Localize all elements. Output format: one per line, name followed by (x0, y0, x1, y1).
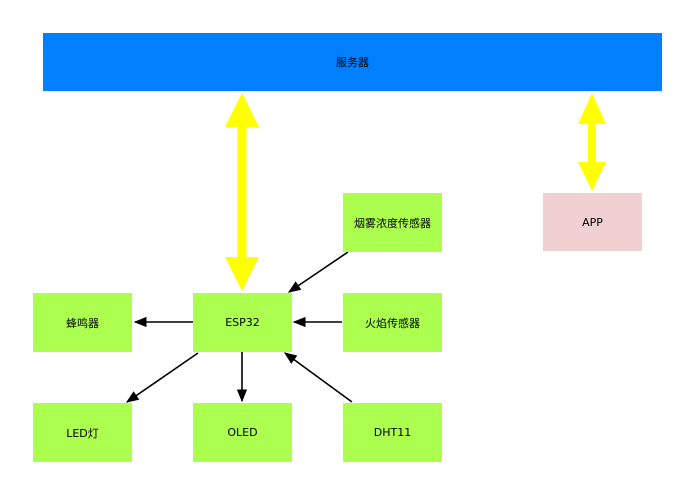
flame-sensor-node: 火焰传感器 (343, 293, 442, 352)
server-esp32-link (225, 93, 259, 291)
smoke-sensor-node: 烟雾浓度传感器 (343, 193, 442, 252)
server-label: 服务器 (336, 56, 369, 69)
buzzer-label: 蜂鸣器 (66, 316, 99, 330)
dht11-node: DHT11 (343, 403, 442, 462)
app-node: APP (543, 193, 642, 251)
server-node: 服务器 (43, 33, 662, 91)
led-node: LED灯 (33, 403, 132, 462)
dht11-label: DHT11 (373, 426, 412, 439)
app-label: APP (582, 215, 603, 229)
buzzer-node: 蜂鸣器 (33, 293, 132, 352)
smoke-sensor-label: 烟雾浓度传感器 (354, 216, 431, 230)
smoke-to-esp32-arrow (287, 251, 349, 293)
oled-node: OLED (193, 403, 292, 462)
server-app-link (578, 93, 606, 191)
led-label: LED灯 (66, 426, 99, 440)
esp32-label: ESP32 (225, 316, 260, 329)
dht11-to-esp32-arrow (283, 352, 353, 403)
esp32-node: ESP32 (193, 293, 292, 352)
esp32-to-led-arrow (125, 352, 199, 403)
flame-sensor-label: 火焰传感器 (365, 316, 420, 330)
oled-label: OLED (227, 426, 258, 439)
